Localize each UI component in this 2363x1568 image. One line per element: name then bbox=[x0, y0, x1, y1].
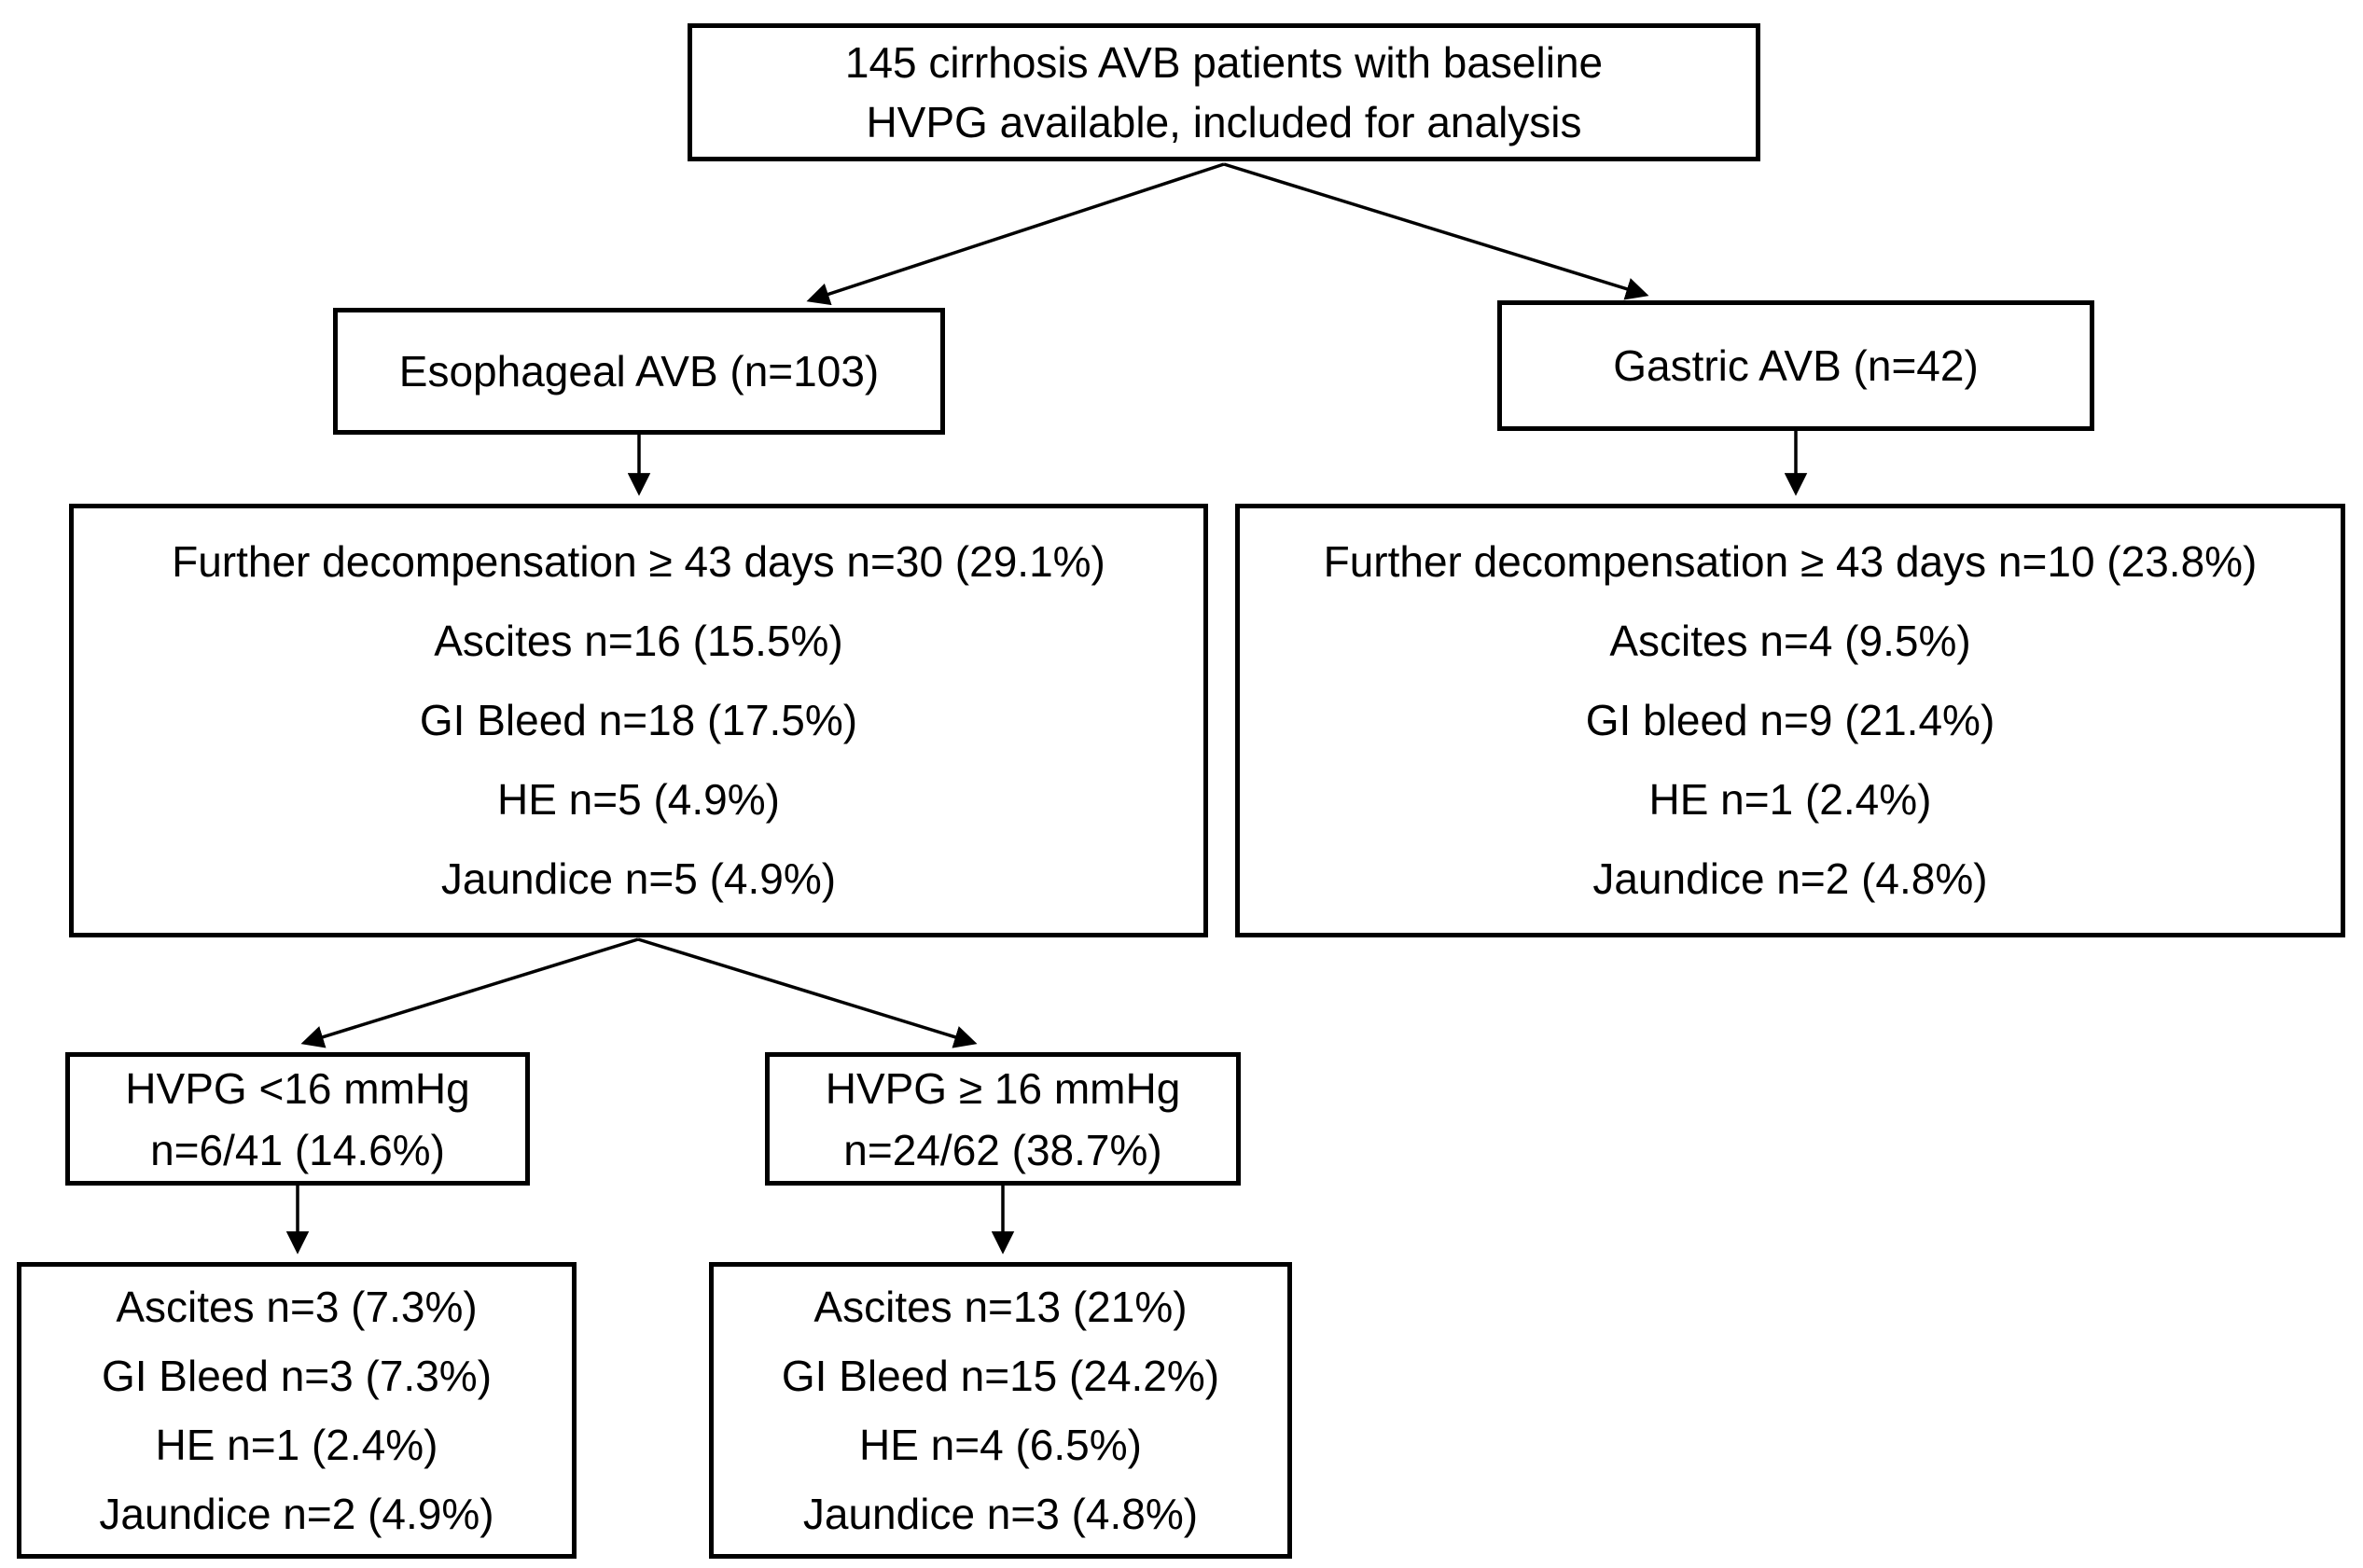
node-gastric-avb-label: Gastric AVB (n=42) bbox=[1613, 341, 1979, 390]
gastric-outcomes-line-2: Ascites n=4 (9.5%) bbox=[1609, 617, 1971, 665]
esophageal-outcomes-line-1: Further decompensation ≥ 43 days n=30 (2… bbox=[172, 537, 1105, 586]
hvpg-above-16-outcomes-line-4: Jaundice n=3 (4.8%) bbox=[802, 1490, 1199, 1538]
node-root-line-1: 145 cirrhosis AVB patients with baseline bbox=[844, 38, 1604, 87]
hvpg-below-16-outcomes-line-4: Jaundice n=2 (4.9%) bbox=[99, 1490, 494, 1538]
hvpg-above-16-line-2: n=24/62 (38.7%) bbox=[843, 1125, 1162, 1174]
esophageal-outcomes-line-5: Jaundice n=5 (4.9%) bbox=[440, 854, 837, 903]
gastric-outcomes-line-1: Further decompensation ≥ 43 days n=10 (2… bbox=[1323, 537, 2258, 586]
esophageal-outcomes-line-2: Ascites n=16 (15.5%) bbox=[434, 617, 843, 665]
hvpg-below-16-outcomes-line-1: Ascites n=3 (7.3%) bbox=[116, 1283, 478, 1331]
esophageal-outcomes-line-4: HE n=5 (4.9%) bbox=[497, 775, 780, 824]
node-gastric-outcomes: Further decompensation ≥ 43 days n=10 (2… bbox=[1235, 504, 2345, 937]
hvpg-above-16-outcomes-line-3: HE n=4 (6.5%) bbox=[859, 1421, 1142, 1469]
hvpg-below-16-line-1: HVPG <16 mmHg bbox=[125, 1063, 470, 1113]
arrow-root-to-gastric bbox=[1223, 162, 1649, 300]
node-hvpg-above-16: HVPG ≥ 16 mmHg n=24/62 (38.7%) bbox=[765, 1052, 1241, 1186]
node-hvpg-above-16-outcomes: Ascites n=13 (21%) GI Bleed n=15 (24.2%)… bbox=[709, 1262, 1292, 1559]
hvpg-above-16-line-1: HVPG ≥ 16 mmHg bbox=[825, 1063, 1181, 1113]
node-hvpg-below-16: HVPG <16 mmHg n=6/41 (14.6%) bbox=[65, 1052, 530, 1186]
node-esophageal-outcomes: Further decompensation ≥ 43 days n=30 (2… bbox=[69, 504, 1208, 937]
hvpg-below-16-line-2: n=6/41 (14.6%) bbox=[150, 1125, 445, 1174]
node-hvpg-below-16-outcomes: Ascites n=3 (7.3%) GI Bleed n=3 (7.3%) H… bbox=[17, 1262, 577, 1559]
node-root-line-2: HVPG available, included for analysis bbox=[866, 98, 1582, 146]
esophageal-outcomes-line-3: GI Bleed n=18 (17.5%) bbox=[419, 696, 858, 744]
arrow-outcomes-to-hvpg-high bbox=[637, 937, 978, 1048]
node-esophageal-avb: Esophageal AVB (n=103) bbox=[333, 308, 945, 435]
hvpg-below-16-outcomes-line-3: HE n=1 (2.4%) bbox=[155, 1421, 438, 1469]
gastric-outcomes-line-3: GI bleed n=9 (21.4%) bbox=[1585, 696, 1995, 744]
node-esophageal-avb-label: Esophageal AVB (n=103) bbox=[398, 347, 880, 395]
hvpg-above-16-outcomes-line-2: GI Bleed n=15 (24.2%) bbox=[781, 1352, 1220, 1400]
gastric-outcomes-line-4: HE n=1 (2.4%) bbox=[1648, 775, 1932, 824]
arrow-root-to-esophageal bbox=[806, 162, 1225, 306]
hvpg-below-16-outcomes-line-2: GI Bleed n=3 (7.3%) bbox=[101, 1352, 493, 1400]
node-gastric-avb: Gastric AVB (n=42) bbox=[1497, 300, 2094, 431]
node-root: 145 cirrhosis AVB patients with baseline… bbox=[688, 23, 1760, 161]
arrow-outcomes-to-hvpg-low bbox=[300, 937, 639, 1048]
hvpg-above-16-outcomes-line-1: Ascites n=13 (21%) bbox=[813, 1283, 1188, 1331]
gastric-outcomes-line-5: Jaundice n=2 (4.8%) bbox=[1592, 854, 1988, 903]
